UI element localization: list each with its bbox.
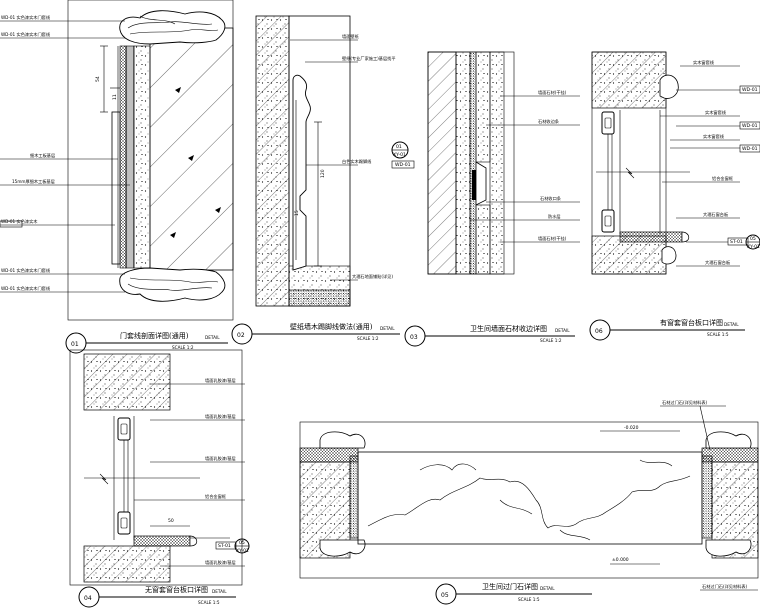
callout-04-mid: XY-01 [236,548,249,554]
detail-05: -0.020 ±0.000 石材过门石(详见材料表) 石材过门石(详见材料表) … [299,399,759,605]
detail-02-number: 02 [237,332,245,339]
detail-02-scale: SCALE 1:2 [357,336,379,341]
label-01-d: 15mm厚细木工板基层 [12,178,55,185]
label-02-d: 大理石地面铺贴(详见) [352,273,393,280]
label-06-h: 大理石窗台板 [703,211,729,218]
callout-02-top: 01 [396,144,402,150]
label-02-c: 白色实木踢脚线 [342,158,372,165]
callout-06-code: ST-01 [730,239,743,245]
detail-06-scale: SCALE 1:5 [707,332,729,337]
detail-04-number: 04 [84,595,92,602]
detail-01-scale: SCALE 1:2 [172,345,194,350]
callout-04-code: ST-01 [218,543,231,549]
label-03-b: 石材收边条 [538,118,560,125]
label-04-c: 墙面乳胶漆/基层 [205,455,236,462]
detail-04-scale: SCALE 1:5 [198,600,220,605]
callout-06-top: 05 [750,236,756,242]
label-03-d: 防水层 [548,213,561,220]
label-02-a: 墙面壁纸 [342,33,360,40]
detail-06-title: 有窗套窗台板口详图 [660,318,723,327]
label-01-g: WD-01 实色漆实木门套线 [1,285,51,292]
dim-54: 54 [95,76,101,82]
label-06-b: WD-01 [742,87,758,93]
label-03-a: 墙面石材(干挂) [538,89,567,96]
detail-05-scale: SCALE 1:5 [518,597,540,602]
detail-04: 50 墙面乳胶漆/基层 墙面乳胶漆/基层 墙面乳胶漆/基层 铝合金窗框 墙面乳胶… [69,349,250,608]
dim-11: 11 [112,94,118,100]
label-01-a: WD-01 实色漆实木门套线 [1,14,51,21]
label-06-d: WD-01 [742,123,758,129]
label-05-b: 石材过门石(详见材料表) [702,583,748,590]
dim-15: 15 [294,210,300,216]
label-04-b: 墙面乳胶漆/基层 [205,413,236,420]
label-01-f: WD-01 实色漆实木门套线 [1,267,51,274]
label-03-c: 石材收口条 [540,195,562,202]
detail-01-number: 01 [71,341,79,348]
detail-03-scale: SCALE 1:2 [540,338,562,343]
label-03-e: 墙面石材(干挂) [538,235,567,242]
label-01-c: 细木工板基层 [30,152,55,159]
label-05-a: 石材过门石(详见材料表) [662,399,708,406]
callout-02-code: WD-01 [395,162,411,168]
detail-03-number: 03 [410,334,418,341]
detail-05-detail-word: DETAIL [540,586,555,591]
dim-120: 120 [320,169,326,178]
detail-04-detail-word: DETAIL [212,589,227,594]
label-04-f: 墙面乳胶漆/基层 [205,559,236,566]
detail-03-title: 卫生间墙面石材收边详图 [470,324,547,333]
detail-02-title: 壁纸墙木踢脚线做法(通用) [290,322,373,331]
detail-05-number: 05 [441,592,449,599]
detail-02: 120 15 墙面壁纸 壁纸(专业厂家施工)基层找平 白色实木踢脚线 大理石地面… [231,15,415,345]
dim-50: 50 [168,518,174,524]
detail-02-detail-word: DETAIL [380,326,395,331]
label-06-e: 实木窗套线 [703,133,725,140]
label-01-b: WD-01 实色漆实木门套线 [1,31,51,38]
detail-01-detail-word: DETAIL [205,335,220,340]
detail-01: 54 11 WD-01 实色漆实木门套线 WD-01 实色漆实木门套线 细木工板… [0,0,234,354]
label-04-d: 铝合金窗框 [205,493,227,500]
label-06-f: WD-01 [742,146,758,152]
label-06-a: 实木窗套线 [693,59,715,66]
label-06-c: 实木窗套线 [705,109,727,116]
detail-06-detail-word: DETAIL [724,322,739,327]
label-01-e: WD-01 实色漆实木 [1,218,38,225]
label-06-i: 大理石窗台板 [705,259,731,266]
callout-02-mid: XY-01 [393,152,406,158]
label-02-b: 壁纸(专业厂家施工)基层找平 [342,55,396,62]
detail-06: 实木窗套线 WD-01 实木窗套线 WD-01 实木窗套线 WD-01 铝合金窗… [589,51,760,341]
label-04-a: 墙面乳胶漆/基层 [205,377,236,384]
detail-05-title: 卫生间过门石详图 [482,582,538,591]
level-05-top: -0.020 [624,425,639,431]
detail-03-detail-word: DETAIL [555,328,570,333]
callout-04-top: 05 [239,540,245,546]
detail-01-title: 门套线剖面详图(通用) [120,331,189,340]
detail-06-number: 06 [595,328,603,335]
level-05-bottom: ±0.000 [612,557,629,563]
label-06-g: 铝合金窗框 [712,175,734,182]
callout-06-mid: XY-01 [747,244,760,250]
detail-03: 墙面石材(干挂) 石材收边条 石材收口条 防水层 墙面石材(干挂) 03 卫生间… [404,51,580,347]
detail-04-title: 无窗套窗台板口详图 [145,585,208,594]
